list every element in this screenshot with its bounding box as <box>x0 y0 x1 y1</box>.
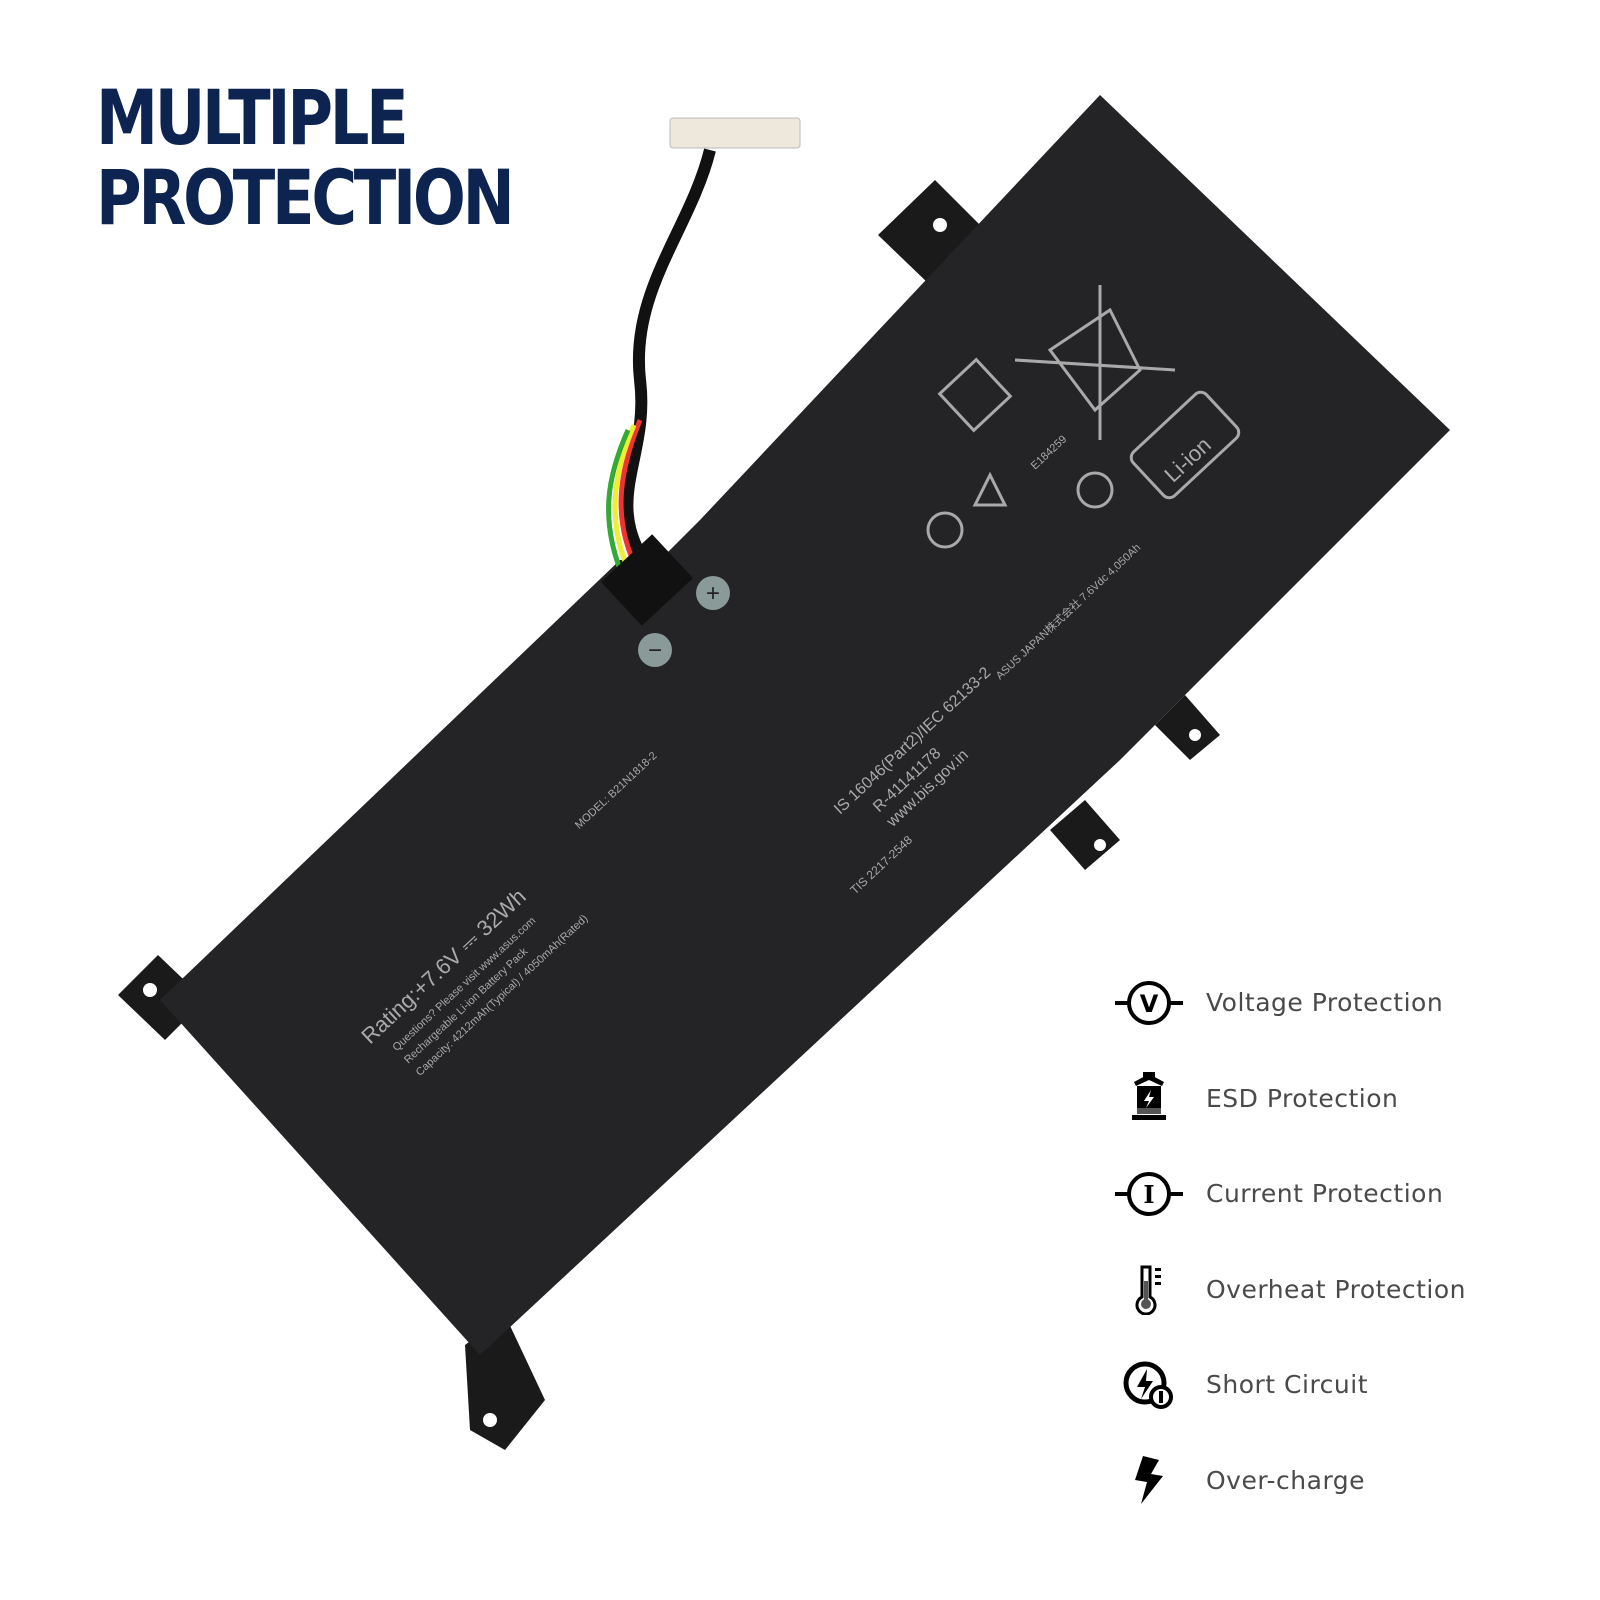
page-title: MULTIPLE PROTECTION <box>96 73 515 242</box>
crossed-bin-icon <box>1014 285 1176 440</box>
minus-terminal: − <box>648 637 662 664</box>
feature-short-circuit: Short Circuit <box>1110 1337 1580 1433</box>
feature-list: V Voltage Protection ESD Protection I Cu… <box>1110 955 1580 1528</box>
thermometer-icon <box>1110 1259 1188 1319</box>
feature-label: Current Protection <box>1206 1179 1444 1209</box>
warning-icon <box>972 471 1008 507</box>
esd-icon <box>1110 1068 1188 1128</box>
feature-label: Overheat Protection <box>1206 1274 1466 1304</box>
feature-overheat: Overheat Protection <box>1110 1242 1580 1338</box>
voltage-icon: V <box>1110 973 1188 1033</box>
cert-icon <box>937 357 1013 433</box>
feature-voltage: V Voltage Protection <box>1110 955 1580 1051</box>
cert-icon <box>1076 471 1114 509</box>
svg-text:I: I <box>1143 1180 1154 1209</box>
plus-terminal: + <box>706 580 720 607</box>
battery-cable <box>606 148 716 583</box>
feature-label: Over-charge <box>1206 1465 1366 1495</box>
battery-body <box>160 95 1450 1355</box>
lightning-icon <box>1110 1450 1188 1510</box>
feature-overcharge: Over-charge <box>1110 1433 1580 1529</box>
title-line-2: PROTECTION <box>96 153 515 242</box>
battery-connector <box>669 117 801 149</box>
svg-text:V: V <box>1140 990 1159 1018</box>
feature-label: Voltage Protection <box>1206 988 1444 1018</box>
feature-label: Short Circuit <box>1206 1370 1369 1400</box>
feature-label: ESD Protection <box>1206 1083 1399 1113</box>
cert-icon <box>926 511 964 549</box>
feature-current: I Current Protection <box>1110 1146 1580 1242</box>
current-icon: I <box>1110 1164 1188 1224</box>
feature-esd: ESD Protection <box>1110 1051 1580 1147</box>
short-circuit-icon <box>1110 1355 1188 1415</box>
title-line-1: MULTIPLE <box>96 73 409 162</box>
